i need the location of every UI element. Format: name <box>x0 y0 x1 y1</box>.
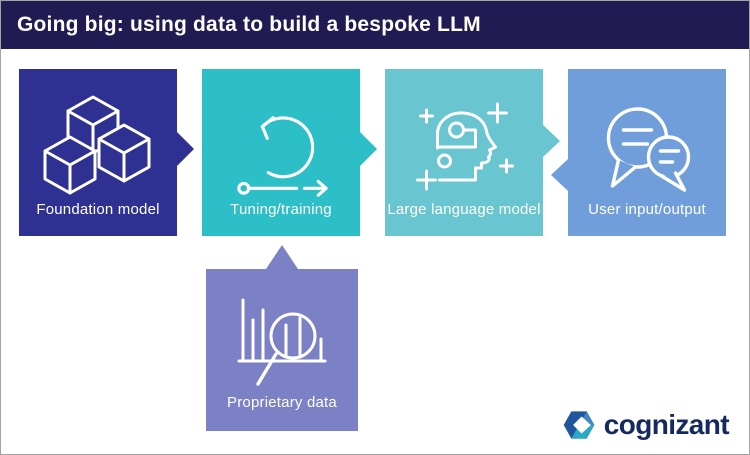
step-label: User input/output <box>588 201 706 218</box>
step-user-input-output: User input/output <box>568 69 726 236</box>
head-circuit-icon <box>416 102 514 191</box>
arrow-right-tuning-to-llm <box>360 132 377 166</box>
cycle-arrow-icon <box>237 116 328 197</box>
arrow-right-llm-to-user <box>543 125 560 157</box>
step-label: Proprietary data <box>227 394 337 411</box>
arrow-up-data-to-tuning <box>266 245 298 269</box>
step-large-language-model: Large language model <box>385 69 543 236</box>
bar-chart-magnifier-icon <box>237 298 327 386</box>
page-title: Going big: using data to build a bespoke… <box>17 13 481 36</box>
chat-bubbles-icon <box>606 107 691 192</box>
arrow-right-foundation-to-tuning <box>177 132 194 166</box>
header-bar: Going big: using data to build a bespoke… <box>1 1 749 49</box>
step-label: Tuning/training <box>230 201 332 218</box>
step-foundation-model: Foundation model <box>19 69 177 236</box>
cognizant-logo: cognizant <box>562 408 730 442</box>
cubes-icon <box>43 95 151 195</box>
step-label: Large language model <box>387 201 541 218</box>
step-tuning-training: Tuning/training <box>202 69 360 236</box>
cognizant-gem-icon <box>563 411 595 439</box>
arrow-left-user-to-llm <box>551 159 568 191</box>
cognizant-wordmark: cognizant <box>603 409 730 440</box>
step-label: Foundation model <box>36 201 160 218</box>
step-proprietary-data: Proprietary data <box>206 269 358 431</box>
